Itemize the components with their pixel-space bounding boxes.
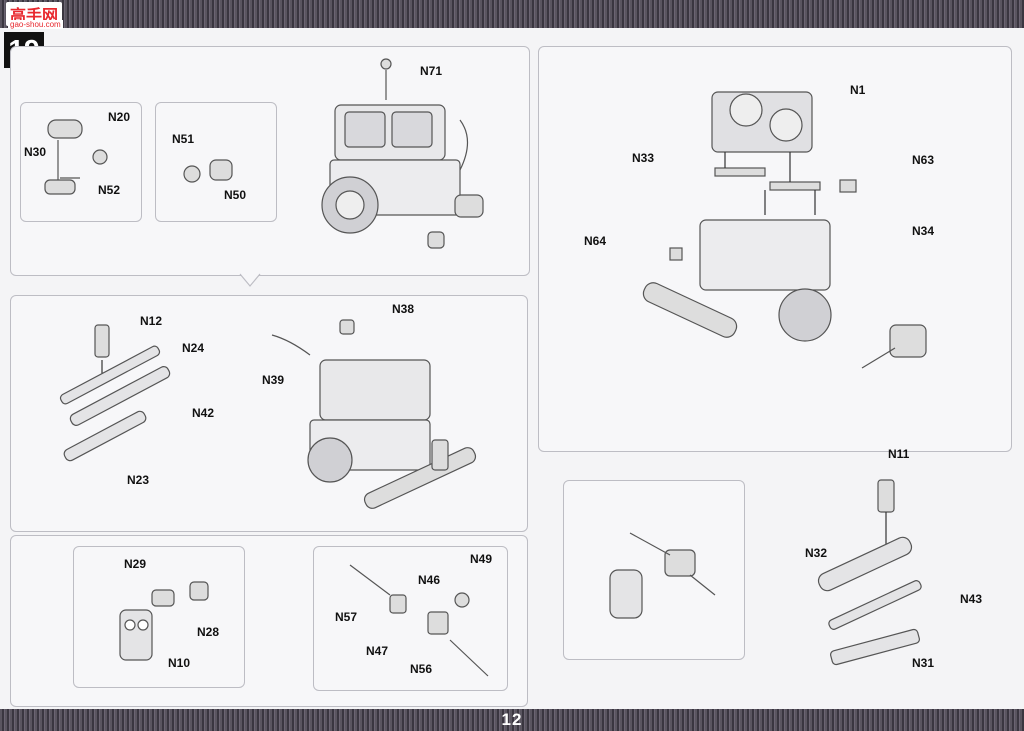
label-n56: N56 [410, 662, 433, 676]
label-n32: N32 [805, 546, 828, 560]
label-n30: N30 [24, 145, 47, 159]
label-n39: N39 [262, 373, 285, 387]
label-n11: N11 [888, 447, 910, 461]
label-n64: N64 [584, 234, 607, 248]
label-n49: N49 [470, 552, 493, 566]
label-n51: N51 [172, 132, 195, 146]
label-n47: N47 [366, 644, 389, 658]
label-n38: N38 [392, 302, 415, 316]
label-n10: N10 [168, 656, 191, 670]
label-n50: N50 [224, 188, 247, 202]
page-number: 12 [501, 710, 523, 729]
top-border-band [0, 0, 1024, 28]
label-n42: N42 [192, 406, 215, 420]
label-n34: N34 [912, 224, 935, 238]
label-n71: N71 [420, 64, 443, 78]
label-n28: N28 [197, 625, 220, 639]
label-n63: N63 [912, 153, 935, 167]
label-n12: N12 [140, 314, 163, 328]
bottom-border-band [0, 709, 1024, 731]
panel-subassembly-n20 [20, 102, 142, 222]
label-n24: N24 [182, 341, 205, 355]
label-n1: N1 [850, 83, 866, 97]
engine-drawing-middle [271, 319, 477, 509]
label-n57: N57 [335, 610, 358, 624]
label-n23: N23 [127, 473, 150, 487]
label-n52: N52 [98, 183, 121, 197]
label-n31: N31 [912, 656, 935, 670]
label-n46: N46 [418, 573, 441, 587]
label-n33: N33 [632, 151, 655, 165]
label-n43: N43 [960, 592, 983, 606]
panel-subassembly-n49 [313, 546, 508, 691]
label-n29: N29 [124, 557, 147, 571]
panel-preview-assembly [563, 480, 745, 660]
engine-drawing-top-right [642, 91, 927, 369]
engine-drawing-top [321, 58, 484, 249]
site-logo-subtitle: gao-shou.com [8, 20, 63, 29]
label-n20: N20 [108, 110, 131, 124]
panel-subassembly-n29 [73, 546, 245, 688]
